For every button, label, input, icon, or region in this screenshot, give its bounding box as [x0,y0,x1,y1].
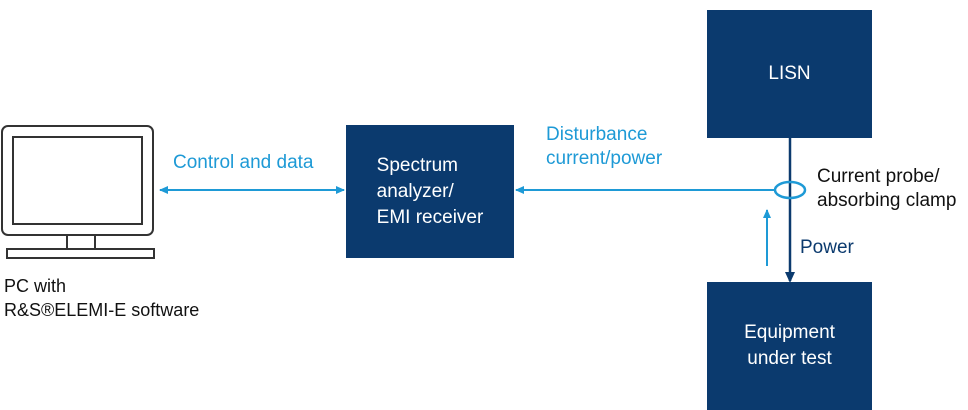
lisn-box: LISN [707,10,872,138]
control-label: Control and data [173,152,314,173]
disturbance-label: Disturbance current/power [546,124,663,169]
pc-caption: PC with R&S®ELEMI-E software [4,276,200,320]
probe-label: Current probe/ absorbing clamp [817,166,957,211]
monitor-icon [1,125,155,259]
eut-box: Equipment under test [707,282,872,410]
eut-label: Equipment under test [744,322,835,369]
clamp-ring-icon [773,180,807,200]
analyzer-box: Spectrum analyzer/ EMI receiver [346,125,514,258]
lisn-label: LISN [768,63,811,84]
power-label: Power [800,237,854,258]
analyzer-label: Spectrum analyzer/ EMI receiver [376,154,484,228]
